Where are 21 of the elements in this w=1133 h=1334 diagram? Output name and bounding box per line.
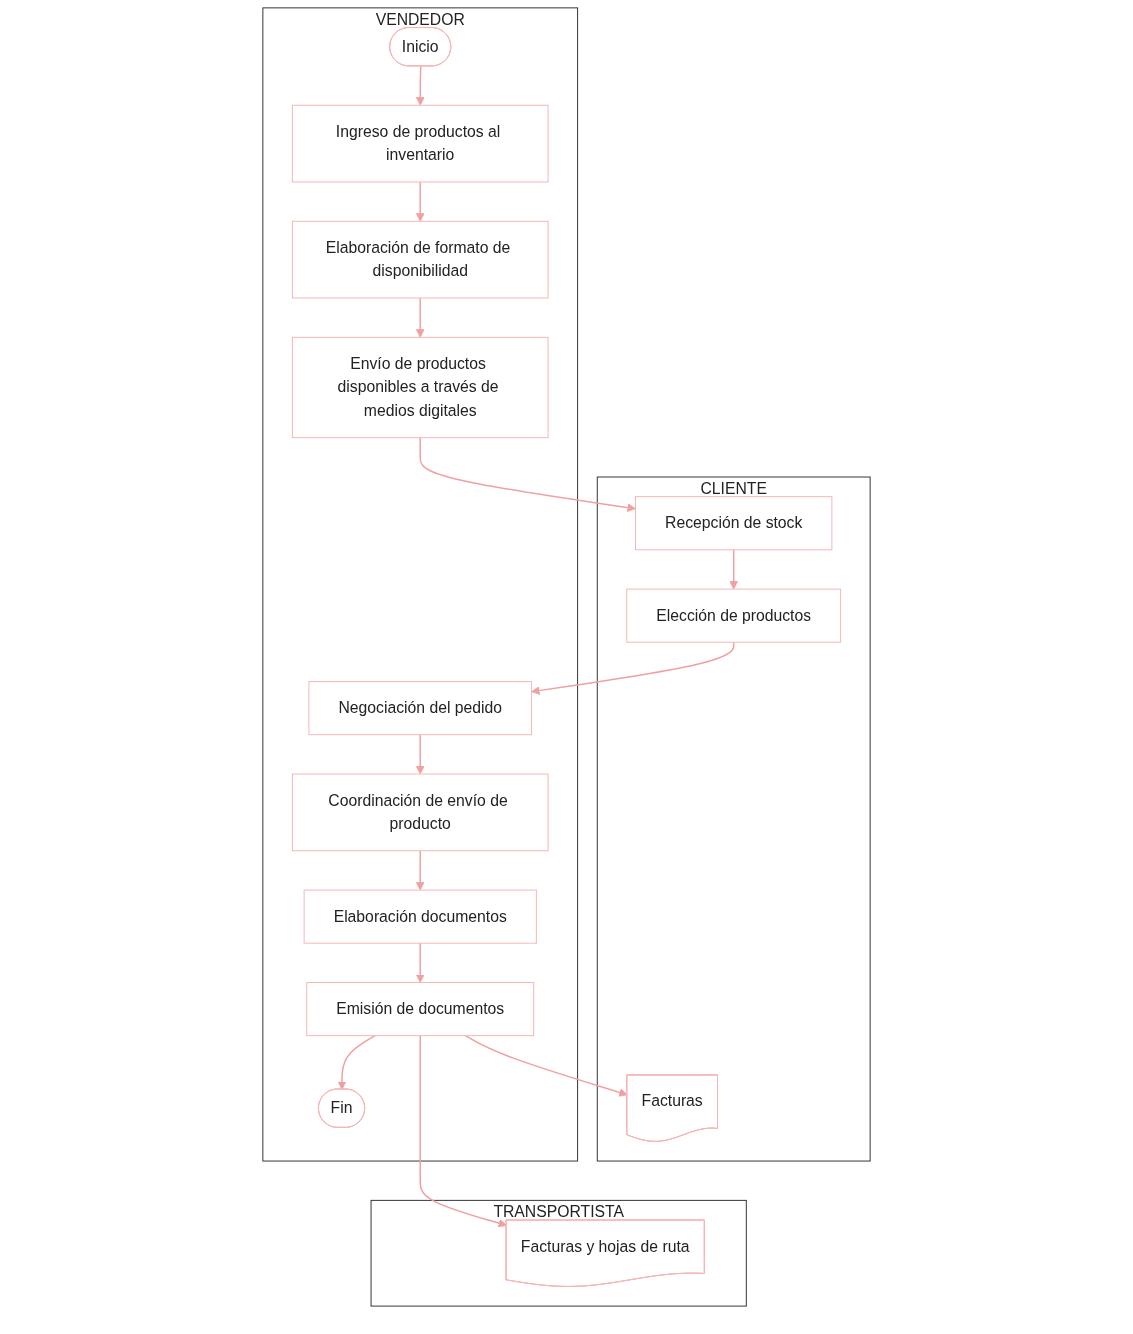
- arrow: [729, 549, 739, 590]
- arrow: [531, 641, 735, 695]
- arrow: [415, 850, 425, 891]
- node-box: Ingreso de productos al inventario: [291, 104, 549, 183]
- arrow: [415, 297, 425, 338]
- node-box: Emisión de documentos: [306, 982, 535, 1037]
- arrow: [415, 65, 425, 106]
- node-box: Elaboración de formato de disponibilidad: [291, 220, 549, 299]
- arrow: [419, 1034, 507, 1228]
- arrow: [419, 436, 636, 512]
- arrow: [464, 1034, 628, 1097]
- arrow: [415, 181, 425, 222]
- node-box: Coordinación de envío de producto: [291, 773, 549, 852]
- arrow: [415, 733, 425, 775]
- node-box: Recepción de stock: [635, 496, 833, 551]
- arrow: [415, 942, 425, 983]
- arrow: [337, 1034, 376, 1090]
- node-box: Elaboración documentos: [303, 889, 537, 944]
- node-box: Negociación del pedido: [308, 681, 533, 736]
- node-box: Envío de productos disponibles a través de medios digitales: [291, 336, 549, 439]
- node-box: Elección de productos: [626, 588, 842, 643]
